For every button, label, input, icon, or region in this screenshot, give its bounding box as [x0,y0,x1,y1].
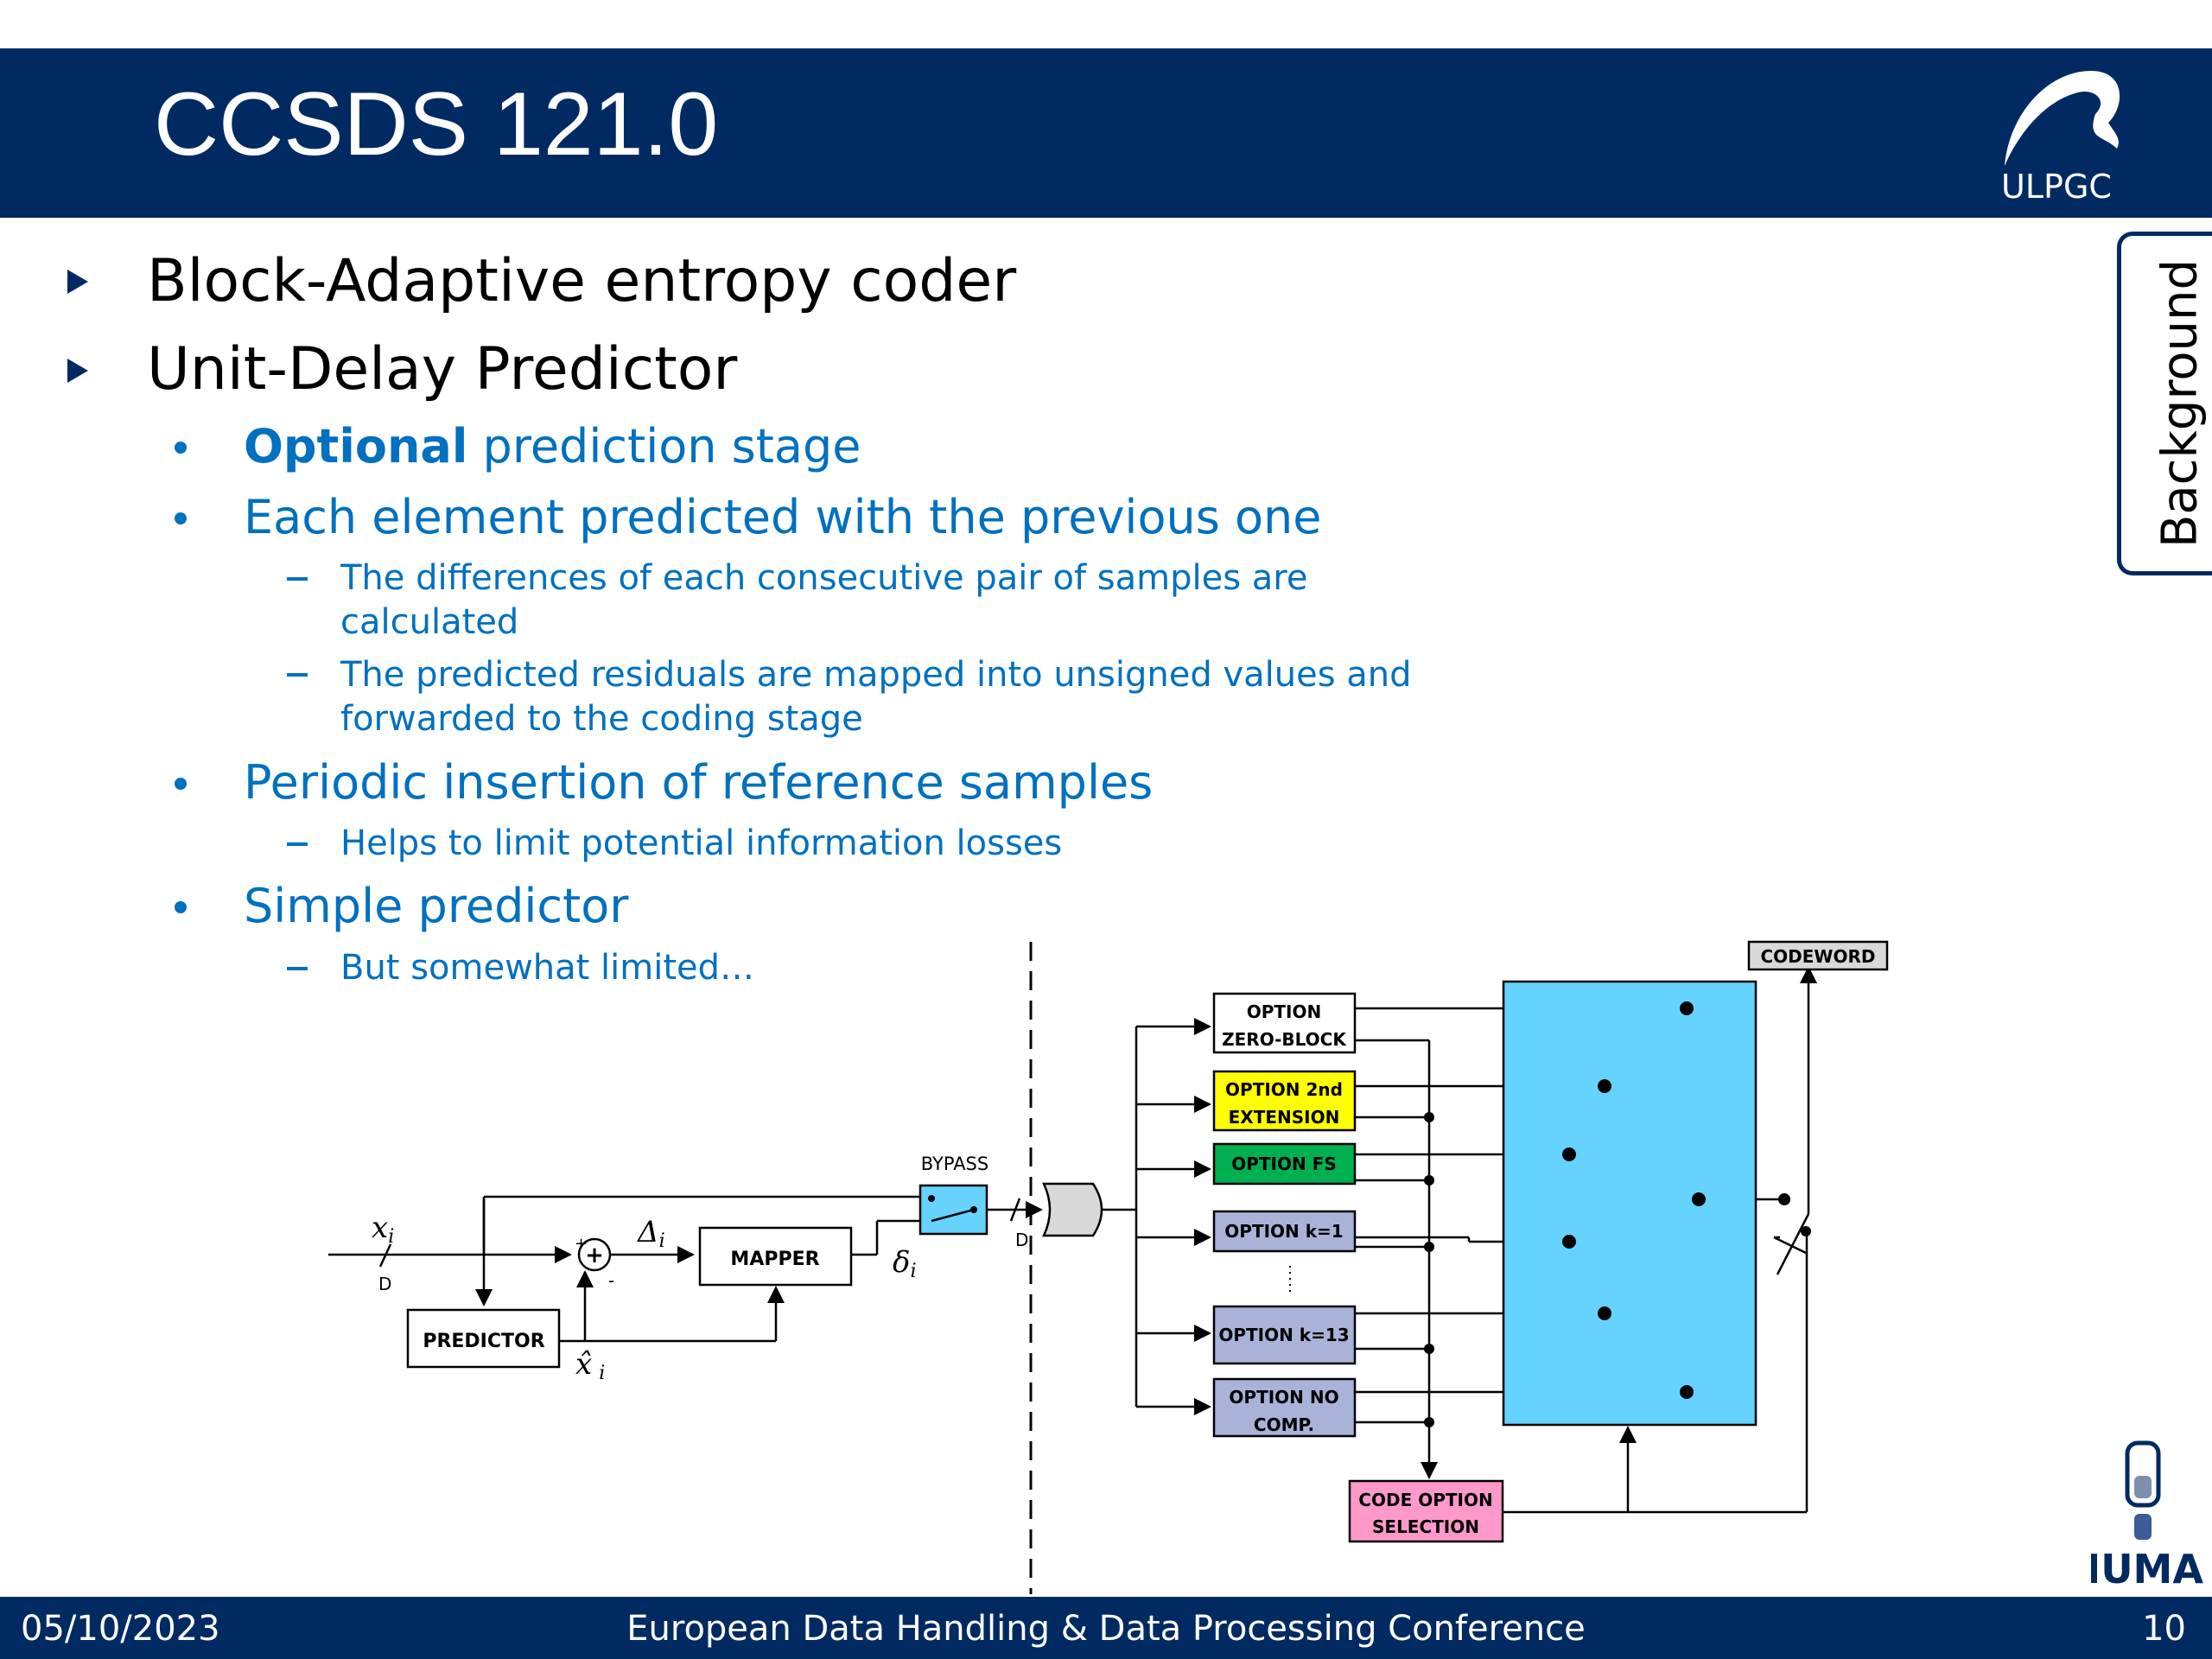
sum-node-icon [577,1237,612,1272]
bullet-dot-icon [175,442,187,454]
or-gate-icon [1042,1182,1103,1237]
input-label: x [372,1211,388,1245]
bullet-dash-icon [287,967,308,970]
selection-label-line1: CODE OPTION [1358,1490,1492,1510]
delay-label: D [1015,1230,1028,1250]
bullet-dot-icon [175,778,187,790]
bullet-level2: Simple predictor [244,879,629,933]
delay-label: D [378,1274,391,1294]
section-tab[interactable]: Background [2117,232,2212,575]
minus-sign: - [608,1270,614,1291]
option-label: OPTION FS [1231,1154,1337,1174]
codeword-box [1747,940,1889,971]
option-label: COMP. [1254,1414,1314,1435]
iuma-logo-text: IUMA [2091,1546,2203,1592]
option-box [1212,1210,1357,1253]
ccsds-block-diagram: + PREDICTOR MAPPER BYPASS OPTION ZERO-BLO… [328,940,1889,1594]
input-sub: i [388,1226,394,1248]
option-label: OPTION NO [1229,1387,1338,1408]
bullet-dash-icon [287,577,308,581]
bullet-level1: Unit-Delay Predictor [147,335,738,404]
bypass-label: BYPASS [921,1154,988,1174]
bullet-line: forwarded to the coding stage [340,699,863,739]
svg-text:x̂i: x̂ i [575,1347,605,1384]
delta-small-sub: i [910,1261,916,1282]
bullet-level3: Helps to limit potential information los… [340,823,1063,863]
option-box [1212,1142,1357,1185]
iuma-logo-icon: IUMA [2091,1440,2203,1592]
bullet-level2: Each element predicted with the previous… [244,490,1322,544]
svg-text:+: + [585,1243,604,1268]
option-label: OPTION k=1 [1224,1221,1343,1242]
bullet-level3: But somewhat limited… [340,948,755,988]
slide-title: CCSDS 121.0 [154,74,719,175]
bullet-dash-icon [287,673,308,677]
plus-sign: + [575,1235,588,1253]
option-label: OPTION [1247,1001,1321,1022]
bullet-level3: The differences of each consecutive pair… [340,556,1307,645]
bullet-triangle-icon [67,359,88,383]
bullet-level2: Optional prediction stage [244,423,861,470]
bullet-level3: The predicted residuals are mapped into … [340,653,1412,741]
ulpgc-logo-icon [2005,71,2120,166]
bullet-triangle-icon [67,270,88,294]
option-label: OPTION 2nd [1225,1079,1343,1100]
xhat-sub: i [599,1363,605,1384]
option-label: OPTION k=13 [1218,1325,1349,1345]
bullet-level1: Block-Adaptive entropy coder [147,247,1017,315]
footer-bar: 05/10/2023 European Data Handling & Data… [0,1597,2212,1659]
section-tab-label: Background [2152,258,2208,549]
option-label: ZERO-BLOCK [1222,1029,1347,1050]
mapper-label: MAPPER [730,1249,819,1270]
title-bar [0,48,2212,218]
codeword-label: CODEWORD [1760,946,1875,967]
bullet-level2: Periodic insertion of reference samples [244,755,1154,810]
bullet-line: The predicted residuals are mapped into … [340,655,1412,695]
xhat-label: x̂ [575,1347,592,1382]
option-box [1212,1070,1357,1132]
option-box [1212,992,1357,1054]
predictor-block [406,1308,561,1369]
bullet-dot-icon [175,512,187,524]
delta-sub: i [659,1230,665,1252]
svg-text:δi: δi [893,1245,917,1282]
delta-label: Δ [636,1215,659,1249]
bullet-line: The differences of each consecutive pair… [340,558,1308,598]
delta-small-label: δ [893,1245,910,1280]
code-option-selection-box [1348,1479,1504,1543]
mapper-block [698,1226,853,1287]
footer-page-number: 10 [2142,1609,2186,1649]
bullet-line: calculated [340,602,519,642]
bullet-text: prediction stage [467,419,861,474]
predictor-label: PREDICTOR [423,1331,544,1352]
svg-text:xi: xi [372,1211,394,1248]
option-label: EXTENSION [1229,1107,1340,1128]
selection-label-line2: SELECTION [1372,1516,1479,1537]
footer-date: 05/10/2023 [21,1609,220,1649]
bold-text: Optional [244,419,468,474]
ulpgc-logo-text: ULPGC [2001,168,2112,206]
option-box [1212,1377,1357,1438]
footer-conference: European Data Handling & Data Processing… [626,1609,1586,1649]
option-box [1212,1305,1357,1365]
bullet-dot-icon [175,901,187,913]
bullet-dash-icon [287,842,308,846]
svg-text:Δi: Δi [636,1215,665,1252]
option-switch-block [1502,980,1758,1427]
